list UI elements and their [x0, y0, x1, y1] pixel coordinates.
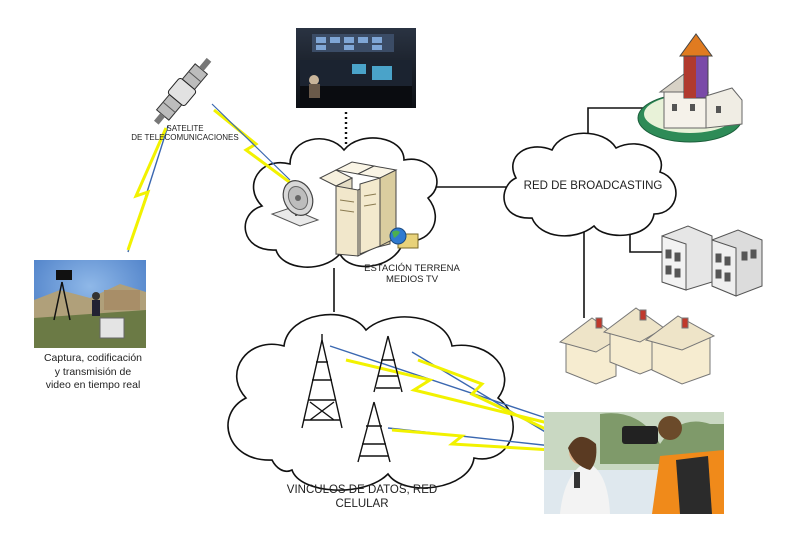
network-connection-lines [333, 107, 662, 318]
broadcast-network-label: RED DE BROADCASTING [523, 180, 663, 192]
capture-label: Captura, codificación y transmisión de v… [18, 352, 168, 393]
satellite-icon [153, 57, 212, 125]
data-links-label: VINCULOS DE DATOS, RED CELULAR [262, 483, 462, 512]
reporter-photo [544, 412, 724, 514]
wireless-signals [126, 103, 553, 452]
satellite-label-line-2: DE TELECOMUNICACIONES [131, 133, 239, 143]
capture-label-line-3: video en tiempo real [45, 379, 141, 392]
data-links-cloud [227, 313, 514, 491]
field-camera-photo [34, 260, 146, 348]
broadcast-cloud [503, 132, 677, 237]
house-icon [644, 315, 716, 385]
cell-tower-icon [301, 334, 343, 429]
houses-icon [558, 307, 716, 385]
station-label-line-1: ESTACIÓN TERRENA [364, 263, 460, 274]
station-label-line-2: MEDIOS TV [385, 273, 439, 285]
cell-tower-icon [357, 401, 391, 463]
satellite-label: SATELITE DE TELECOMUNICACIONES [120, 124, 250, 142]
satellite-uplink-bolt [126, 127, 168, 251]
office-building-icon [661, 225, 763, 297]
capture-label-line-2: y transmisión de [54, 365, 132, 378]
globe-icon [389, 227, 419, 249]
house-icon [602, 307, 665, 375]
data-links-label-line-2: CELULAR [335, 498, 389, 511]
control-room-photo [296, 28, 416, 108]
capture-label-line-1: Captura, codificación [43, 352, 143, 364]
server-rack-icon [318, 161, 398, 257]
satellite-dish-icon [270, 180, 320, 227]
station-label: ESTACIÓN TERRENA MEDIOS TV [352, 263, 472, 286]
data-links-label-line-1: VINCULOS DE DATOS, RED [286, 484, 438, 496]
church-icon [637, 33, 743, 143]
cell-tower-icon [373, 335, 403, 393]
satellite-label-line-1: SATELITE [166, 124, 204, 133]
